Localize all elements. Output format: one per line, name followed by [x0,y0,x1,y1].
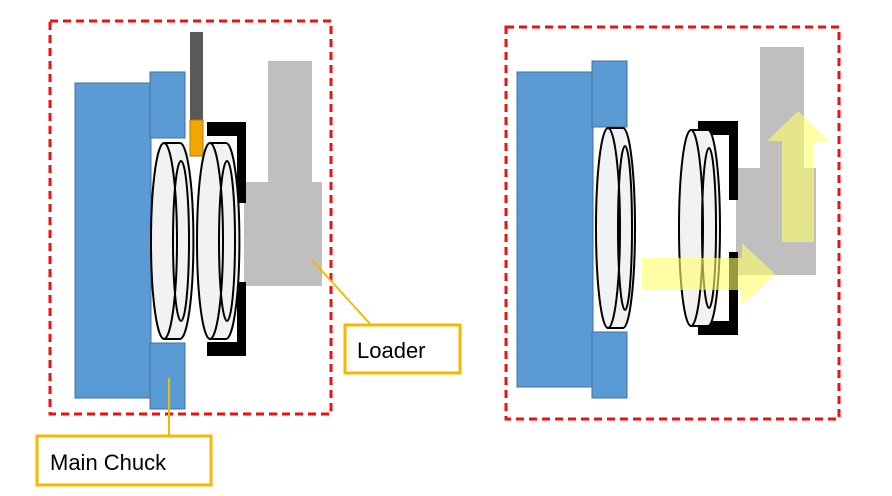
main-chuck-label: Main Chuck [50,450,167,475]
main-chuck-lower-jaw-right [591,331,628,399]
arrow-right-icon [642,243,775,305]
main-chuck-body [74,82,152,399]
main-chuck-upper-jaw [149,71,186,139]
wafer-on-chuck-right [595,127,636,329]
wafer-in-loader-right [678,129,721,327]
panel-after-frame [504,25,841,421]
loader-arm [268,61,312,186]
measuring-probe-tip [189,119,204,157]
main-chuck-body-right [516,71,594,388]
panel-before-frame [48,19,333,416]
wafer-in-loader [196,142,241,340]
loader-label: Loader [357,338,426,363]
loader-lower-clamp [207,282,246,356]
wafer-on-chuck [150,142,195,340]
measuring-probe [190,32,203,120]
arrow-up-icon [767,111,829,242]
main-chuck-lower-jaw [149,342,186,410]
loader-callout-box [343,323,462,375]
loader-head [244,182,322,286]
panel-before: Loader Main Chuck [35,19,462,487]
loader-callout-line [311,259,373,327]
main-chuck-callout-box [35,434,213,487]
loader-upper-clamp [207,122,246,203]
loader-upper-clamp-right [698,121,738,200]
main-chuck-upper-jaw-right [591,60,628,128]
panel-after [504,25,841,421]
